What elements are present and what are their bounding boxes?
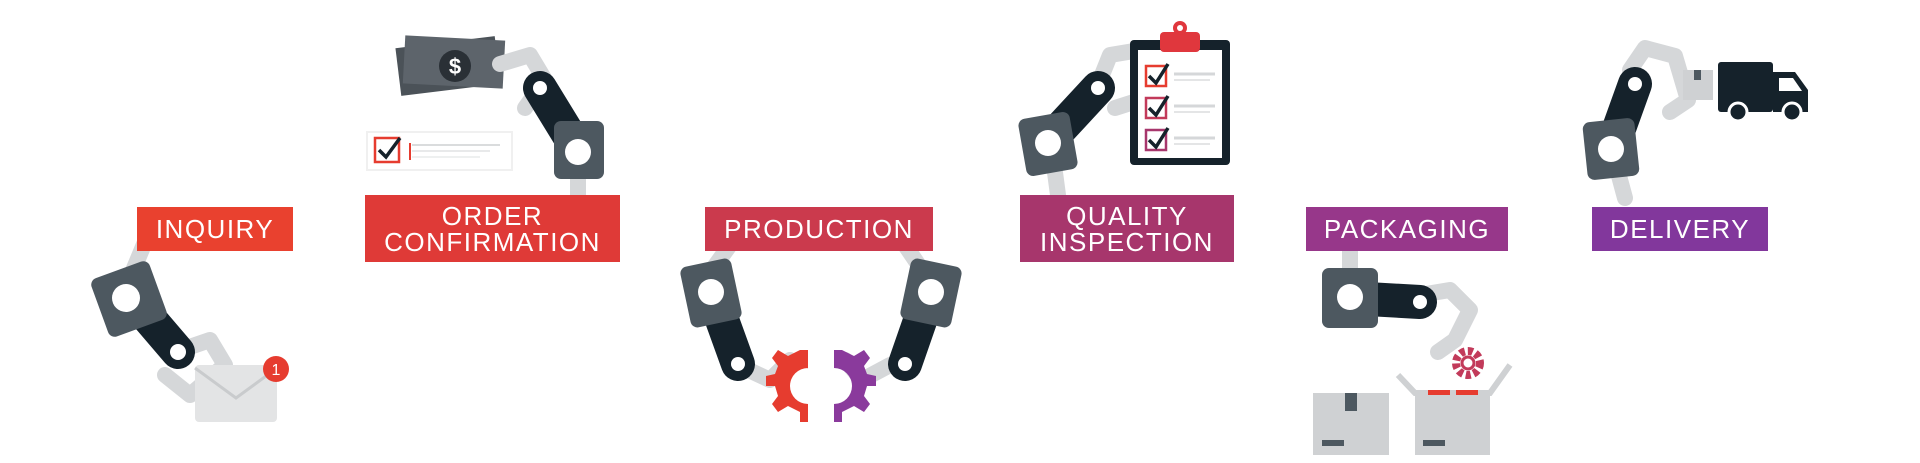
checklist-icon bbox=[1144, 63, 1215, 152]
cardboard-box-icon bbox=[1395, 363, 1513, 455]
money-bill-icon: $ bbox=[395, 35, 506, 96]
cardboard-box-icon bbox=[1313, 393, 1389, 455]
envelope-icon bbox=[194, 365, 278, 422]
step-quality-inspection-label: QUALITY INSPECTION bbox=[1020, 195, 1234, 262]
delivery-truck-icon bbox=[1718, 62, 1808, 123]
step-packaging-text: PACKAGING bbox=[1323, 214, 1491, 244]
gear-icon bbox=[766, 350, 808, 422]
order-illustration: $ bbox=[366, 35, 604, 195]
step-production-text: PRODUCTION bbox=[724, 214, 914, 244]
checklist-icon bbox=[366, 131, 513, 171]
money-symbol: $ bbox=[449, 54, 461, 79]
production-illustration bbox=[680, 237, 962, 422]
notification-badge-count: 1 bbox=[272, 362, 281, 379]
step-quality-inspection-line1: QUALITY bbox=[1066, 200, 1188, 231]
gear-icon bbox=[834, 350, 876, 422]
step-order-confirmation-line1: ORDER bbox=[441, 200, 544, 231]
step-delivery-label: DELIVERY bbox=[1592, 207, 1768, 251]
step-packaging-label: PACKAGING bbox=[1306, 207, 1508, 251]
inquiry-arm bbox=[91, 261, 195, 369]
step-production-label: PRODUCTION bbox=[705, 207, 933, 251]
step-inquiry-text: INQUIRY bbox=[155, 214, 275, 244]
step-order-confirmation-line2: CONFIRMATION bbox=[384, 226, 601, 257]
packaging-illustration bbox=[1313, 237, 1513, 455]
quality-illustration bbox=[1018, 21, 1230, 203]
clipboard-icon bbox=[1130, 21, 1230, 165]
delivery-illustration bbox=[1582, 40, 1808, 206]
inquiry-illustration: 1 bbox=[91, 234, 289, 422]
cardboard-box-icon bbox=[1683, 70, 1713, 100]
step-inquiry-label: INQUIRY bbox=[137, 207, 293, 251]
step-delivery-text: DELIVERY bbox=[1609, 214, 1751, 244]
gear-icon bbox=[1452, 347, 1484, 379]
step-order-confirmation-label: ORDER CONFIRMATION bbox=[365, 195, 620, 262]
step-quality-inspection-line2: INSPECTION bbox=[1040, 226, 1214, 257]
notification-badge-icon: 1 bbox=[263, 356, 289, 382]
order-arm bbox=[523, 71, 604, 195]
